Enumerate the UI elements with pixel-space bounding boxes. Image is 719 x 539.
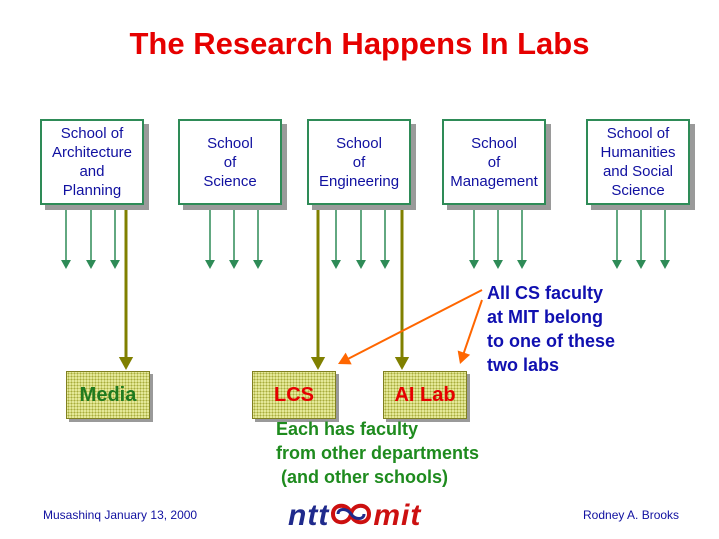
school-5-down-arrow-2-head [636, 260, 646, 269]
lab-lcs: LCS [252, 371, 336, 419]
school-management: School of Management [442, 119, 546, 205]
footer-author: Rodney A. Brooks [583, 508, 680, 522]
school-4-down-arrow-3-head [517, 260, 527, 269]
school-humanities-social-science: School of Humanities and Social Science [586, 119, 690, 205]
school-4-down-arrow-1-head [469, 260, 479, 269]
school-5-down-arrow-1-head [612, 260, 622, 269]
school-1-down-arrow-1-head [61, 260, 71, 269]
faculty-from-other-departments-note: Each has faculty from other departments … [276, 419, 480, 487]
engineering-to-ai-lab-arrow-head [394, 357, 410, 370]
cs-faculty-note: All CS faculty at MIT belong to one of t… [487, 283, 616, 375]
logo-infinity-icon [331, 503, 372, 525]
school-3-down-arrow-2-head [356, 260, 366, 269]
logo-mit: mit [373, 499, 422, 532]
school-3-down-arrow-3-head [380, 260, 390, 269]
cs-note-to-ai-lab-arrow [461, 299, 483, 358]
school-1-down-arrow-2-head [86, 260, 96, 269]
ntt-mit-logo: ntt mit [288, 497, 421, 533]
cs-note-to-ai-lab-arrow-head [457, 350, 471, 364]
school-2-down-arrow-3-head [253, 260, 263, 269]
cs-note-to-lcs-arrow-head [338, 352, 352, 365]
school-2-down-arrow-2-head [229, 260, 239, 269]
lab-ai: AI Lab [383, 371, 467, 419]
school-engineering: School of Engineering [307, 119, 411, 205]
lab-media: Media [66, 371, 150, 419]
school-2-down-arrow-1-head [205, 260, 215, 269]
school-4-down-arrow-2-head [493, 260, 503, 269]
school-3-down-arrow-1-head [331, 260, 341, 269]
slide-title: The Research Happens In Labs [129, 26, 590, 61]
school-5-down-arrow-3-head [660, 260, 670, 269]
architecture-to-media-arrow-head [118, 357, 134, 370]
school-science: School of Science [178, 119, 282, 205]
logo-ntt: ntt [288, 499, 330, 532]
cs-note-to-lcs-arrow [343, 289, 483, 362]
school-1-down-arrow-3-head [110, 260, 120, 269]
engineering-to-lcs-arrow-head [310, 357, 326, 370]
school-architecture-planning: School of Architecture and Planning [40, 119, 144, 205]
footer-date: Musashinq January 13, 2000 [43, 508, 198, 522]
